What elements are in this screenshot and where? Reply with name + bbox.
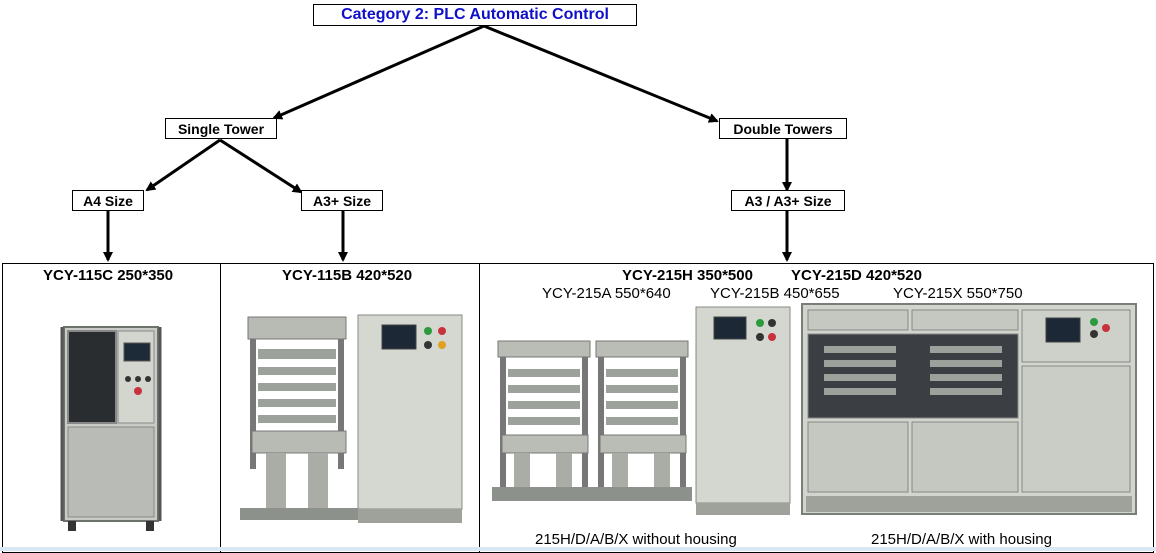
- machine-115b-image: [240, 314, 463, 523]
- single-tower-node: Single Tower: [165, 118, 277, 139]
- machine-215-without-housing-image: [492, 306, 791, 515]
- arrow-root-double: [483, 24, 719, 123]
- arrow-root-single: [272, 24, 485, 120]
- a4-size-node: A4 Size: [72, 190, 144, 211]
- root-node: Category 2: PLC Automatic Control: [313, 4, 637, 26]
- model-215d: YCY-215D 420*520: [791, 267, 922, 284]
- caption-with-housing: 215H/D/A/B/X with housing: [871, 531, 1052, 548]
- machine-215-with-housing-image: [801, 303, 1137, 515]
- caption-without-housing: 215H/D/A/B/X without housing: [535, 531, 737, 548]
- arrow-single-a3plus: [219, 138, 303, 194]
- double-towers-node: Double Towers: [719, 118, 847, 139]
- model-215h: YCY-215H 350*500: [622, 267, 753, 284]
- model-115b: YCY-115B 420*520: [282, 267, 413, 284]
- model-215x: YCY-215X 550*750: [893, 285, 1023, 302]
- model-215a: YCY-215A 550*640: [542, 285, 671, 302]
- model-215b: YCY-215B 450*655: [710, 285, 840, 302]
- a3-a3plus-size-node: A3 / A3+ Size: [731, 190, 845, 211]
- model-115c: YCY-115C 250*350: [43, 267, 174, 284]
- a3plus-size-node: A3+ Size: [301, 190, 383, 211]
- arrow-single-a4: [145, 138, 221, 192]
- bottom-strip: [0, 547, 1156, 551]
- machine-115c-image: [60, 326, 162, 531]
